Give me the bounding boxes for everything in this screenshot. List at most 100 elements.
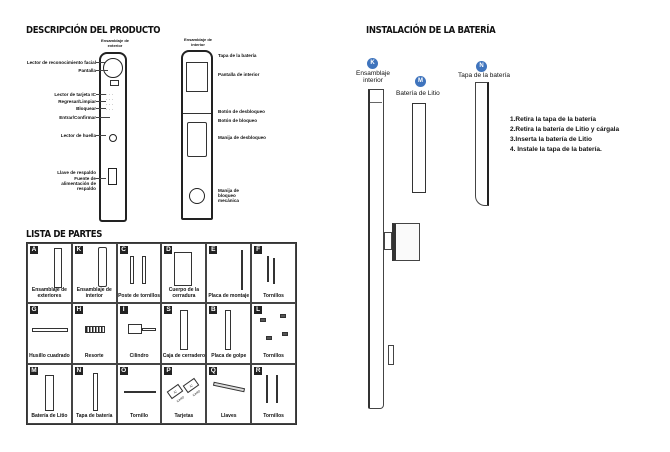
part-letter: I xyxy=(119,306,128,315)
part-letter: F xyxy=(254,246,263,254)
part-cell-d: D Cuerpo de la cerradura xyxy=(161,243,207,304)
badge-n: N xyxy=(476,61,487,72)
label-enter-confirm: Entrar/Confirmar xyxy=(59,115,96,120)
mechanical-knob-icon xyxy=(189,188,205,204)
part-name: Tornillos xyxy=(263,413,284,420)
label-ic-card-reader: Lector de tarjeta IC xyxy=(54,92,96,97)
part-name: Placa de montaje xyxy=(208,292,250,299)
part-cell-b: B Placa de golpe xyxy=(206,303,252,364)
keypad-icon: ············ xyxy=(106,92,115,112)
label-backup-key: Llave de respaldo xyxy=(57,170,96,175)
label-screen: Pantalla xyxy=(78,68,96,73)
part-letter: O xyxy=(119,366,128,375)
ic-card-icon: IC CARD xyxy=(167,383,186,403)
part-name: Tapa de batería xyxy=(76,413,113,420)
handle-side-view xyxy=(392,223,420,261)
part-cell-l: L Tornillos xyxy=(251,303,296,364)
installation-steps: 1.Retira la tapa de la batería 2.Retira … xyxy=(510,115,619,155)
part-letter: L xyxy=(254,306,263,315)
part-letter: K xyxy=(74,246,83,254)
step-1: 1.Retira la tapa de la batería xyxy=(510,116,596,123)
part-letter: R xyxy=(254,366,263,375)
part-letter: P xyxy=(164,366,173,375)
label-unlock-button: Botón de desbloqueo xyxy=(218,109,265,114)
part-letter: A xyxy=(30,246,38,254)
battery-installation-title: INSTALACIÓN DE LA BATERÍA xyxy=(366,25,496,36)
part-cell-a: A Ensamblaje de exteriores xyxy=(27,243,72,304)
part-name: Tarjetas xyxy=(174,413,194,420)
lithium-battery-label: Batería de Litio xyxy=(396,90,440,97)
part-cell-g: G Husillo cuadrado xyxy=(27,303,72,364)
label-back-clear: Regresar/Limpiar xyxy=(58,99,96,104)
interior-screen-icon xyxy=(186,62,208,92)
part-name: Caja de cerradero xyxy=(162,353,206,360)
part-name: Llaves xyxy=(220,413,237,420)
part-cell-r: R Tornillos xyxy=(251,363,296,424)
badge-k: K xyxy=(367,58,378,69)
part-name: Husillo cuadrado xyxy=(29,353,70,360)
ic-card-icon: IC CARD xyxy=(183,377,202,397)
part-name: Cilindro xyxy=(129,353,149,360)
part-cell-e: E Placa de montaje xyxy=(206,243,252,304)
badge-m: M xyxy=(415,76,426,87)
part-cell-f: F Tornillos xyxy=(251,243,296,304)
part-name: Batería de Litio xyxy=(31,413,68,420)
label-battery-cover: Tapa de la batería xyxy=(218,53,257,58)
exterior-lock-diagram: ············ xyxy=(99,52,127,222)
part-cell-s: S Caja de cerradero xyxy=(161,303,207,364)
part-cell-k: K Ensamblaje de interior xyxy=(71,243,117,304)
part-letter: D xyxy=(164,246,173,254)
part-name: Tornillos xyxy=(263,353,284,360)
face-reader-icon xyxy=(103,58,123,78)
label-interior-screen: Pantalla de interior xyxy=(218,72,260,77)
interior-heading: Ensamblaje de interior xyxy=(183,37,212,47)
lithium-battery-drawing xyxy=(412,103,426,193)
part-letter: B xyxy=(209,306,218,315)
parts-list-title: LISTA DE PARTES xyxy=(26,229,103,240)
label-face-reader: Lector de reconocimiento facial xyxy=(26,60,96,65)
part-cell-m: M Batería de Litio xyxy=(27,363,72,424)
part-cell-n: N Tapa de batería xyxy=(71,363,117,424)
part-name: Placa de golpe xyxy=(211,353,247,360)
label-lock: Bloquear xyxy=(76,106,96,111)
part-letter: S xyxy=(164,306,173,315)
fingerprint-reader-icon xyxy=(109,134,117,142)
step-3: 3.Inserta la batería de Litio xyxy=(510,136,592,143)
part-letter: G xyxy=(30,306,38,315)
part-name: Tornillos xyxy=(263,292,284,299)
part-name: Tornillo xyxy=(130,413,149,420)
label-lock-button: Botón de bloqueo xyxy=(218,118,258,123)
backup-key-cover-icon xyxy=(108,168,117,185)
part-cell-q: Q Llaves xyxy=(206,363,252,424)
part-name: Resorte xyxy=(84,353,104,360)
product-description-title: DESCRIPCIÓN DEL PRODUCTO xyxy=(26,25,161,36)
label-mechanical-handle: Manija de bloqueo mecánica xyxy=(218,188,239,203)
label-unlock-handle: Manija de desbloqueo xyxy=(218,135,266,140)
part-cell-h: H Resorte xyxy=(71,303,117,364)
step-2: 2.Retira la batería de Litio y cárgala xyxy=(510,126,620,133)
part-letter: E xyxy=(209,246,218,254)
part-name: Ensamblaje de exteriores xyxy=(31,287,67,299)
part-letter: H xyxy=(74,306,83,315)
interior-lock-diagram xyxy=(181,50,213,220)
part-letter: M xyxy=(30,366,38,375)
exterior-heading: Ensamblaje de exterior xyxy=(100,38,129,48)
part-letter: C xyxy=(119,246,128,254)
parts-grid: A Ensamblaje de exteriores K Ensamblaje de … xyxy=(26,242,297,425)
part-cell-i: I Cilindro xyxy=(116,303,162,364)
unlock-handle-icon xyxy=(187,122,207,157)
part-name: Ensamblaje de interior xyxy=(76,287,112,299)
interior-assembly-side-view xyxy=(368,89,384,409)
interior-assembly-label: Ensamblaje interior xyxy=(356,70,390,84)
part-letter: N xyxy=(74,366,83,375)
battery-cover-label: Tapa de la batería xyxy=(458,72,511,79)
label-backup-power: Fuente de alimentación de respaldo xyxy=(61,176,96,191)
label-fingerprint: Lector de huella xyxy=(60,133,96,138)
part-name: Cuerpo de la cerradura xyxy=(168,287,200,299)
part-cell-o: O Tornillo xyxy=(116,363,162,424)
screen-icon xyxy=(110,80,119,86)
battery-cover-drawing xyxy=(475,82,489,206)
part-letter: Q xyxy=(209,366,218,375)
